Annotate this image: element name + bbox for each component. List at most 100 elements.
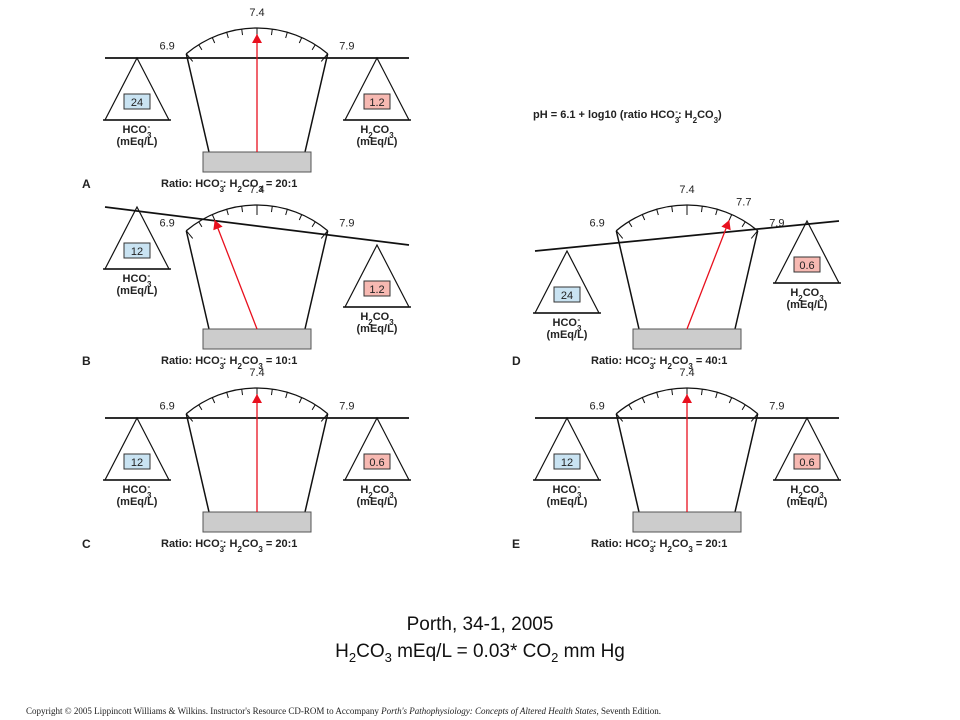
- dial-tick: [285, 209, 288, 216]
- panel-letter-b: B: [82, 354, 91, 368]
- dial-tick: [285, 32, 288, 39]
- caption-co2-sub: 2: [551, 649, 559, 665]
- dial-arc: [185, 387, 329, 415]
- dial-tick: [656, 209, 659, 216]
- ph-formula: pH = 6.1 + log10 (ratio HCO3-: H2CO3): [533, 107, 722, 125]
- pointer-arrowhead: [252, 34, 262, 43]
- pan-frame: [534, 249, 600, 314]
- pan-frame: [344, 243, 410, 308]
- dial-tick: [311, 404, 316, 411]
- dial-tick: [671, 206, 674, 213]
- dial-label-low: 6.9: [160, 401, 175, 413]
- left-compound-label: HCO3-: [123, 271, 152, 289]
- left-units-label: (mEq/L): [117, 496, 158, 508]
- caption-line-1: Porth, 34-1, 2005: [406, 614, 554, 635]
- pointer-arrowhead: [252, 394, 262, 403]
- dial-arc: [615, 387, 759, 415]
- left-value: 24: [561, 290, 573, 302]
- right-value-box: [793, 453, 821, 470]
- dial-tick: [311, 44, 316, 51]
- left-compound-label: HCO3-: [123, 482, 152, 500]
- ratio-label: Ratio: HCO3-: H2CO3 = 20:1: [591, 536, 727, 554]
- left-value-box: [123, 242, 151, 259]
- dial-tick: [270, 29, 273, 36]
- ph-pointer: [686, 219, 730, 330]
- right-value-box: [793, 256, 821, 273]
- left-units-label: (mEq/L): [117, 285, 158, 297]
- dial-tick: [226, 209, 229, 216]
- frame-left-leg: [185, 53, 210, 153]
- right-units-label: (mEq/L): [357, 496, 398, 508]
- frame-left-leg: [615, 230, 640, 330]
- left-value: 12: [131, 246, 143, 258]
- left-value-box: [553, 453, 581, 470]
- dial-tick: [198, 221, 203, 228]
- dial-tick: [700, 389, 703, 396]
- left-value: 12: [561, 457, 573, 469]
- ratio-label: Ratio: HCO3-: H2CO3 = 20:1: [161, 536, 297, 554]
- left-value: 12: [131, 457, 143, 469]
- dial-tick: [728, 397, 733, 404]
- dial-tick: [671, 389, 674, 396]
- pan-frame: [534, 416, 600, 481]
- pan-frame: [774, 219, 840, 284]
- dial-tick: [226, 32, 229, 39]
- pan-frame: [774, 416, 840, 481]
- right-value-box: [363, 93, 391, 110]
- dial-arc: [185, 27, 329, 55]
- left-value-box: [553, 286, 581, 303]
- copyright-edition: , Seventh Edition.: [596, 706, 662, 716]
- dial-tick: [641, 397, 646, 404]
- copyright-footer: Copyright © 2005 Lippincott Williams & W…: [26, 706, 661, 716]
- dial-tick: [715, 392, 718, 399]
- dial-label-high: 7.9: [769, 401, 784, 413]
- right-value: 1.2: [369, 284, 384, 296]
- caption-equation: mEq/L = 0.03* CO: [391, 641, 552, 662]
- dial-tick: [211, 214, 216, 221]
- dial-tick: [298, 397, 303, 404]
- frame-right-leg: [304, 53, 329, 153]
- dial-label-mid: 7.4: [249, 184, 264, 196]
- dial-tick: [656, 392, 659, 399]
- right-units-label: (mEq/L): [787, 299, 828, 311]
- caption-sub-3: 3: [384, 649, 392, 665]
- right-units-label: (mEq/L): [787, 496, 828, 508]
- panel-letter-e: E: [512, 537, 520, 551]
- right-units-label: (mEq/L): [357, 323, 398, 335]
- copyright-text: Copyright © 2005 Lippincott Williams & W…: [26, 706, 382, 716]
- left-compound-label: HCO3-: [123, 122, 152, 140]
- dial-tick: [185, 230, 194, 239]
- dial-tick: [728, 214, 733, 221]
- left-compound-label: HCO3-: [553, 482, 582, 500]
- pointer-arrowhead: [682, 394, 692, 403]
- right-compound-label: H2CO3: [790, 287, 824, 303]
- dial-label-high: 7.9: [339, 401, 354, 413]
- dial-tick: [641, 214, 646, 221]
- balance-base: [202, 511, 312, 533]
- frame-right-leg: [304, 230, 329, 330]
- pan-frame: [344, 416, 410, 481]
- frame-left-leg: [615, 413, 640, 513]
- frame-right-leg: [734, 230, 759, 330]
- panel-letter-d: D: [512, 354, 521, 368]
- balance-base: [632, 328, 742, 350]
- left-units-label: (mEq/L): [117, 136, 158, 148]
- left-value: 24: [131, 97, 143, 109]
- dial-tick: [741, 404, 746, 411]
- ratio-label: Ratio: HCO3-: H2CO3 = 40:1: [591, 353, 727, 371]
- dial-tick: [298, 37, 303, 44]
- dial-tick: [715, 209, 718, 216]
- right-value: 0.6: [369, 457, 384, 469]
- dial-label-mid: 7.4: [679, 367, 694, 379]
- panel-letter-c: C: [82, 537, 91, 551]
